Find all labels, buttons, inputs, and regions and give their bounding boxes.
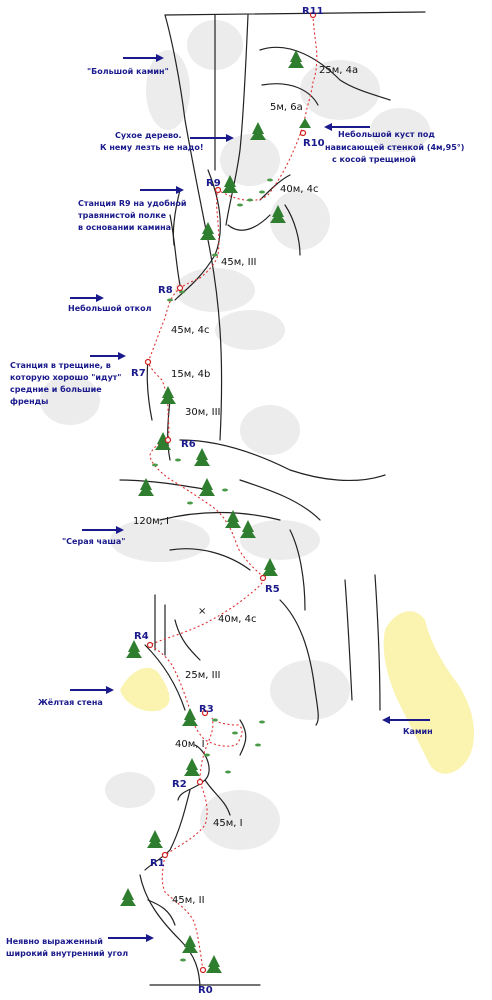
pitch-label-10: 45м, III bbox=[221, 257, 256, 268]
note-station-crack-1: Станция в трещине, в bbox=[10, 361, 111, 370]
pitch-label-3: 40м, I bbox=[175, 739, 205, 750]
chimney-yellow-area bbox=[383, 611, 475, 774]
pitch-label-5: 40м, 4с bbox=[218, 614, 257, 625]
note-inner-corner-2: широкий внутренний угол bbox=[6, 949, 128, 958]
note-dry-tree-2: К нему лезть не надо! bbox=[100, 143, 204, 152]
station-label-r1: R1 bbox=[150, 858, 165, 869]
stations bbox=[144, 11, 317, 974]
note-small-flake: Небольшой откол bbox=[68, 303, 152, 313]
station-label-r4: R4 bbox=[134, 631, 149, 642]
yellow-wall-area bbox=[120, 667, 170, 712]
rock-shading bbox=[40, 20, 430, 850]
station-label-r6: R6 bbox=[181, 439, 196, 450]
pitch-label-9: 45м, 4с bbox=[171, 325, 210, 336]
note-grey-bowl: "Серая чаша" bbox=[62, 537, 125, 546]
pitch-label-13: 25м, 4а bbox=[319, 65, 358, 76]
pointer-arrows bbox=[70, 54, 430, 942]
station-label-r7: R7 bbox=[131, 368, 146, 379]
note-small-bush-1: Небольшой куст под bbox=[338, 129, 435, 139]
pitch-label-1: 45м, II bbox=[172, 895, 205, 906]
station-label-r11: R11 bbox=[302, 6, 324, 17]
note-station-r9-3: в основании камина bbox=[78, 223, 171, 232]
pitch-label-11: 40м, 4с bbox=[280, 184, 319, 195]
trees bbox=[120, 50, 311, 973]
note-dry-tree-1: Сухое дерево. bbox=[115, 131, 182, 140]
pitch-label-8: 15м, 4b bbox=[171, 369, 210, 380]
pitch-label-6: 120м, I bbox=[133, 516, 169, 527]
note-inner-corner-1: Неявно выраженный bbox=[6, 937, 103, 946]
pitch-label-7: 30м, III bbox=[185, 407, 220, 418]
pitch-label-12: 5м, 6а bbox=[270, 102, 303, 113]
note-small-bush-3: с косой трещиной bbox=[332, 155, 416, 164]
pitch-label-2: 45м, I bbox=[213, 818, 243, 829]
note-small-bush-2: нависающей стенкой (4м,95°) bbox=[325, 143, 464, 152]
note-big-chimney: "Большой камин" bbox=[87, 67, 169, 76]
note-chimney: Камин bbox=[403, 727, 433, 736]
note-yellow-wall: Жёлтая стена bbox=[38, 698, 103, 707]
station-label-r9: R9 bbox=[206, 178, 221, 189]
station-label-r10: R10 bbox=[303, 138, 325, 149]
station-label-r0: R0 bbox=[198, 985, 213, 996]
bolt-marker: × bbox=[198, 606, 206, 617]
pitch-label-4: 25м, III bbox=[185, 670, 220, 681]
note-station-crack-3: средние и большие bbox=[10, 384, 102, 394]
station-label-r5: R5 bbox=[265, 584, 280, 595]
station-label-r3: R3 bbox=[199, 704, 214, 715]
grass-tufts bbox=[152, 178, 273, 962]
station-label-r2: R2 bbox=[172, 779, 187, 790]
station-label-r8: R8 bbox=[158, 285, 173, 296]
note-station-r9-2: травянистой полке bbox=[78, 211, 167, 220]
note-station-crack-2: которую хорошо "идут" bbox=[10, 373, 121, 382]
note-station-crack-4: френды bbox=[10, 397, 48, 406]
note-station-r9-1: Станция R9 на удобной bbox=[78, 198, 187, 208]
